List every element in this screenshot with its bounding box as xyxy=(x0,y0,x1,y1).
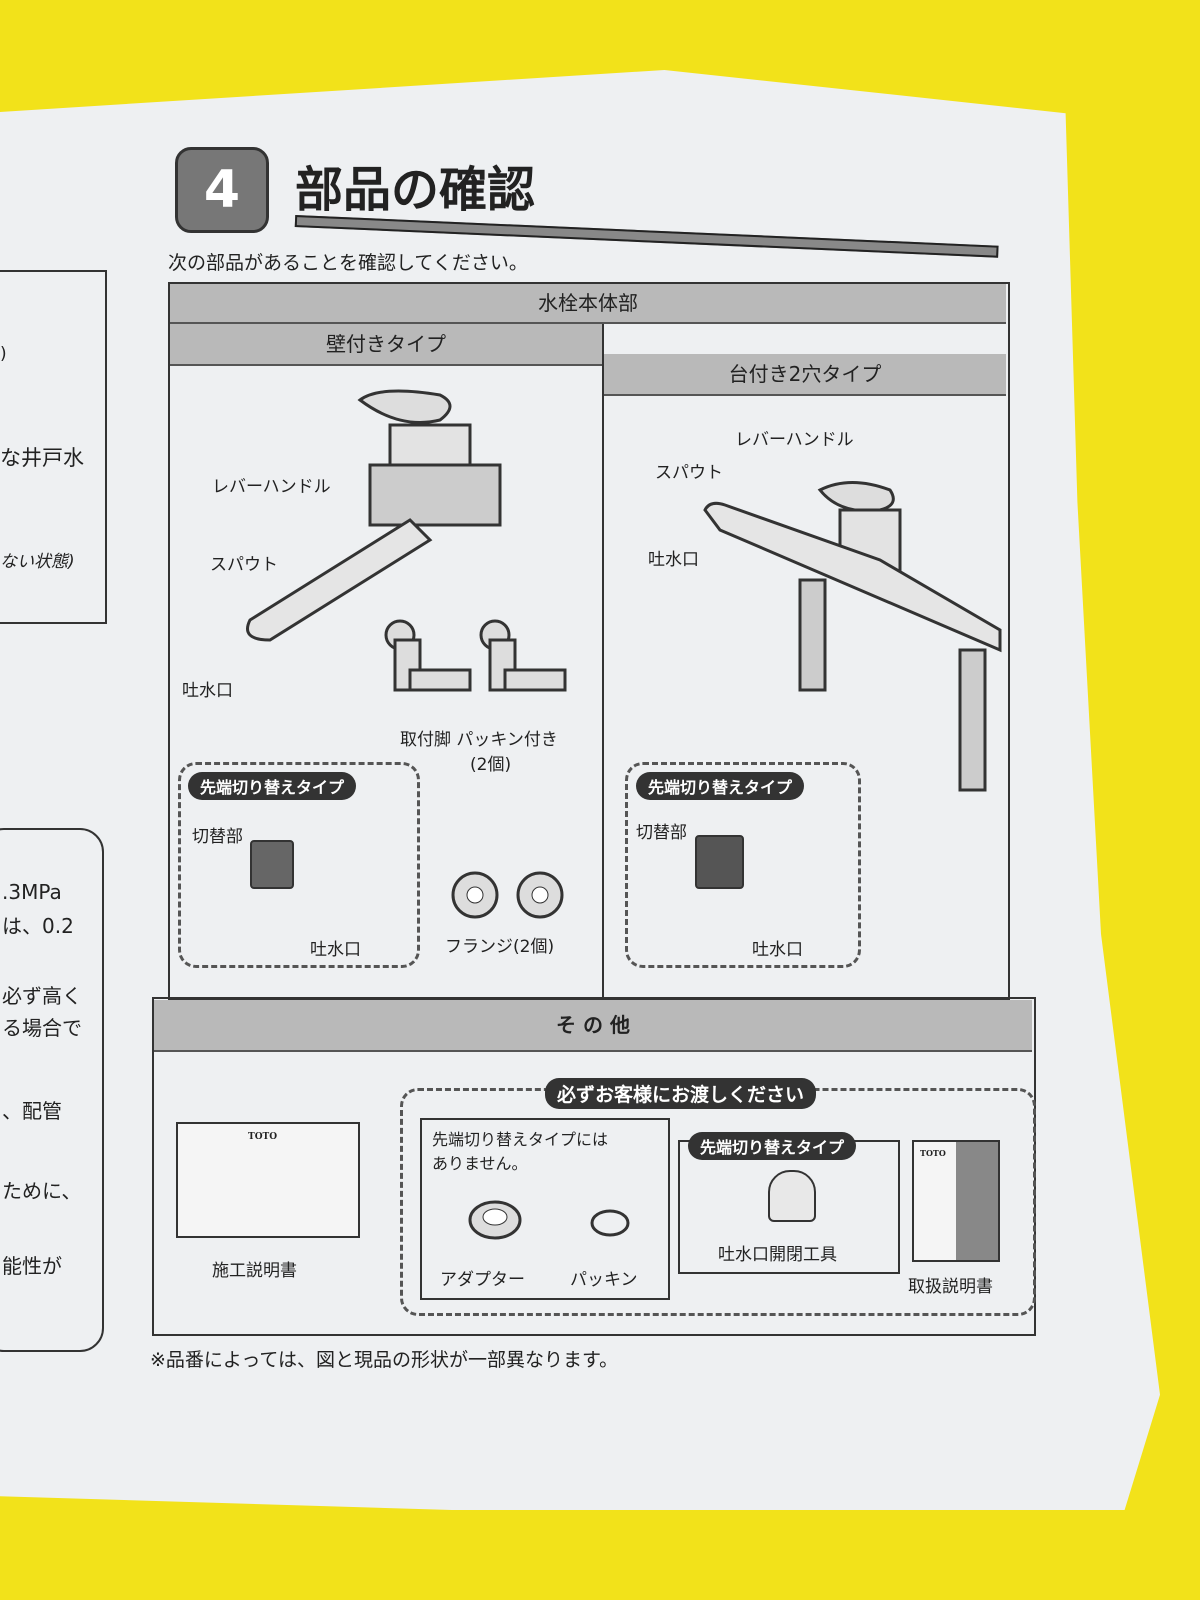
flange-icon xyxy=(451,871,564,919)
wall-type-header: 壁付きタイプ xyxy=(170,324,602,366)
install-manual-icon: TOTO xyxy=(176,1122,360,1238)
brand-logo: TOTO xyxy=(920,1148,946,1158)
box-text: .3MPa xyxy=(2,880,62,904)
deck-lever-label: レバーハンドル xyxy=(735,430,854,450)
footnote: ※品番によっては、図と現品の形状が一部異なります。 xyxy=(150,1349,619,1371)
outlet-tool-icon xyxy=(768,1170,816,1222)
note-line-1: 先端切り替えタイプには xyxy=(432,1130,609,1149)
left-box: .3MPa は、0.2 必ず高く る場合で 、配管 ために、 能性が xyxy=(0,828,104,1352)
box-text: は、0.2 xyxy=(2,914,74,938)
note-line-2: ありません。 xyxy=(432,1154,528,1173)
wall-lever-label: レバーハンドル xyxy=(212,477,331,497)
brand-logo: TOTO xyxy=(248,1132,278,1142)
deck-tip-outlet-label: 吐水口 xyxy=(752,940,803,960)
table-row: な井戸水 xyxy=(0,446,84,470)
packing-label: パッキン xyxy=(570,1270,638,1290)
section-number-badge: 4 xyxy=(175,147,269,233)
deck-tip-badge: 先端切り替えタイプ xyxy=(636,772,805,800)
deck-outlet-label: 吐水口 xyxy=(648,550,699,570)
faucet-body-header: 水栓本体部 xyxy=(170,284,1006,324)
tool-label: 吐水口開閉工具 xyxy=(718,1245,837,1265)
wall-tip-outlet-label: 吐水口 xyxy=(310,940,361,960)
adapter-packing-icon xyxy=(468,1200,630,1240)
column-divider xyxy=(602,324,604,997)
others-header: そ の 他 xyxy=(154,1000,1032,1052)
deck-spout-label: スパウト xyxy=(655,463,723,483)
deck-switch-label: 切替部 xyxy=(636,823,687,843)
adapter-label: アダプター xyxy=(440,1270,525,1290)
box-text: 必ず高く xyxy=(2,984,82,1008)
flange-label: フランジ(2個) xyxy=(445,937,555,957)
wall-outlet-label: 吐水口 xyxy=(182,681,233,701)
deck-type-header: 台付き2穴タイプ xyxy=(604,354,1006,396)
wall-switch-part xyxy=(250,840,294,889)
legs-count-label: (2個) xyxy=(470,755,512,775)
table-row: ) xyxy=(0,344,7,364)
box-text: 、配管 xyxy=(2,1099,62,1123)
mounting-legs-icon xyxy=(384,619,567,692)
left-table: ) な井戸水 ない状態) xyxy=(0,270,107,624)
adapter-packing-box xyxy=(420,1118,670,1300)
install-manual-label: 施工説明書 xyxy=(212,1261,297,1281)
wall-tip-box xyxy=(178,762,420,968)
wall-tip-badge: 先端切り替えタイプ xyxy=(188,772,357,800)
legs-label: 取付脚 パッキン付き xyxy=(400,730,558,750)
wall-switch-label: 切替部 xyxy=(192,827,243,847)
box-text: る場合で xyxy=(2,1016,82,1040)
user-manual-label: 取扱説明書 xyxy=(908,1277,993,1297)
box-text: 能性が xyxy=(2,1254,62,1278)
tool-badge: 先端切り替えタイプ xyxy=(688,1132,857,1160)
deck-switch-part xyxy=(695,835,744,889)
intro-text: 次の部品があることを確認してください。 xyxy=(168,252,528,274)
box-text: ために、 xyxy=(2,1179,82,1203)
deck-faucet-illustration xyxy=(703,481,1002,792)
table-row: ない状態) xyxy=(0,552,75,572)
handover-badge: 必ずお客様にお渡しください xyxy=(545,1078,817,1109)
deck-tip-box xyxy=(625,762,861,968)
user-manual-icon: TOTO xyxy=(912,1140,1000,1262)
section-title: 部品の確認 xyxy=(295,162,536,218)
wall-spout-label: スパウト xyxy=(210,555,278,575)
wall-faucet-illustration xyxy=(246,389,567,692)
